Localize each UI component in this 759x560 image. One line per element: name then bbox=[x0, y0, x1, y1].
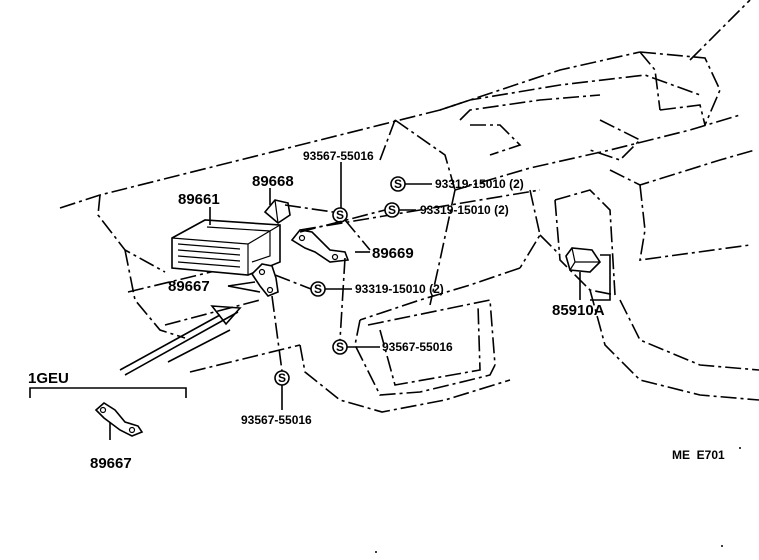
fastener-screw-top-left: S bbox=[332, 207, 348, 223]
left-bracket-part bbox=[250, 263, 279, 297]
label-1geu: 1GEU bbox=[28, 370, 69, 387]
label-bolt-top-right: 93319-15010 (2) bbox=[435, 177, 524, 191]
label-screw-center: 93567-55016 bbox=[382, 340, 453, 354]
label-upper-bracket: 89668 bbox=[252, 173, 294, 190]
svg-text:S: S bbox=[278, 371, 286, 385]
ecu-module-part bbox=[171, 219, 281, 276]
label-relay: 85910A bbox=[552, 302, 605, 319]
label-screw-bottom: 93567-55016 bbox=[241, 413, 312, 427]
direction-arrows bbox=[119, 305, 242, 376]
dashboard-outline bbox=[59, 0, 759, 413]
svg-text:S: S bbox=[388, 203, 396, 217]
fastener-symbols: S S S S S S bbox=[274, 176, 406, 386]
upper-bracket-part bbox=[263, 199, 291, 224]
svg-text:S: S bbox=[336, 340, 344, 354]
svg-text:S: S bbox=[336, 208, 344, 222]
svg-text:S: S bbox=[314, 282, 322, 296]
label-ecu: 89661 bbox=[178, 191, 220, 208]
drawing-code: ME E701 bbox=[672, 448, 725, 462]
label-bolt-mid-right: 93319-15010 (2) bbox=[420, 203, 509, 217]
relay-part bbox=[565, 247, 611, 301]
label-bolt-left: 93319-15010 (2) bbox=[355, 282, 444, 296]
svg-text:S: S bbox=[394, 177, 402, 191]
leader-lines bbox=[209, 162, 432, 410]
label-left-bracket: 89667 bbox=[168, 278, 210, 295]
fastener-screw-bottom: S bbox=[274, 370, 290, 386]
fastener-bolt-mid-right: S bbox=[384, 202, 400, 218]
label-screw-top-left: 93567-55016 bbox=[303, 149, 374, 163]
label-right-bracket: 89669 bbox=[372, 245, 414, 262]
fastener-bolt-left: S bbox=[310, 281, 326, 297]
fastener-screw-center: S bbox=[332, 339, 348, 355]
scan-specks bbox=[375, 447, 741, 553]
label-1geu-bracket: 89667 bbox=[90, 455, 132, 472]
fastener-bolt-top-right: S bbox=[390, 176, 406, 192]
right-bracket-part bbox=[290, 229, 350, 263]
variant-1geu-box bbox=[29, 387, 187, 440]
